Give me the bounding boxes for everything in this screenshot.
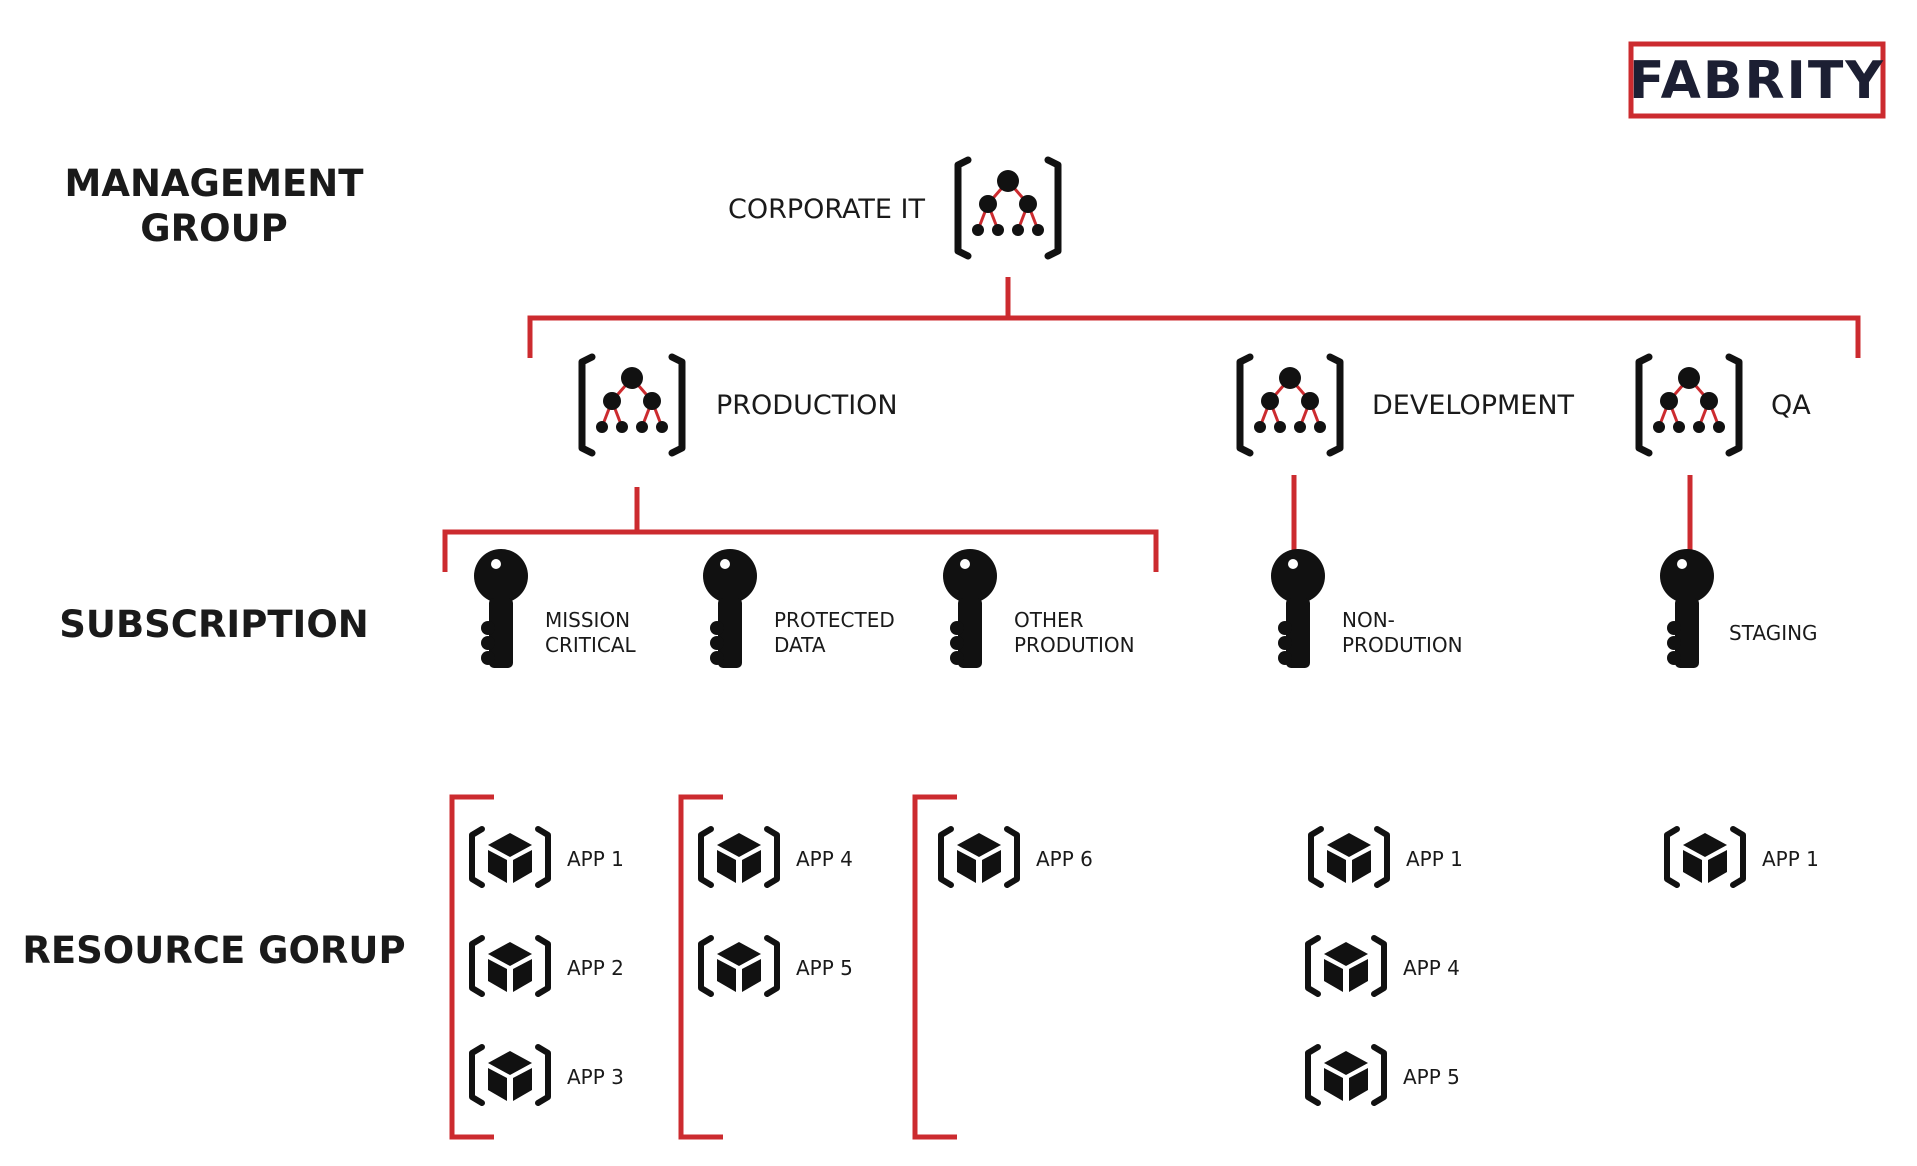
hierarchy-bracket-icon <box>1240 357 1340 453</box>
key-icon <box>1660 549 1714 668</box>
connector-lines <box>442 277 1861 1140</box>
mg-label-qa: QA <box>1771 390 1811 421</box>
subscription-other-prodution-line1: OTHER <box>1014 608 1084 632</box>
row-label-management-line1: MANAGEMENT <box>65 162 365 205</box>
subscription-protected-data-line2: DATA <box>774 633 826 657</box>
mg-label-development: DEVELOPMENT <box>1372 390 1575 421</box>
resource-group-app: APP 1 <box>567 847 624 871</box>
connector-production-bar <box>442 529 1159 572</box>
subscription-non-prodution-line1: NON- <box>1342 608 1395 632</box>
hierarchy-bracket-icon <box>958 160 1058 256</box>
key-icon <box>474 549 528 668</box>
bracket-protected-data <box>678 794 723 1140</box>
subscription-protected-data-line1: PROTECTED <box>774 608 895 632</box>
row-label-management-line2: GROUP <box>140 207 287 250</box>
mg-label-corporate-it: CORPORATE IT <box>728 194 926 225</box>
resource-group-app: APP 2 <box>567 956 624 980</box>
cube-bracket-icon <box>701 829 777 885</box>
logo-frame <box>1628 41 1886 119</box>
resource-group-app: APP 4 <box>796 847 853 871</box>
cube-bracket-icon <box>701 938 777 994</box>
key-icon <box>943 549 997 668</box>
resource-group-app: APP 5 <box>1403 1065 1460 1089</box>
hierarchy-bracket-icon <box>1639 357 1739 453</box>
mg-label-production: PRODUCTION <box>716 390 898 421</box>
logo-text: FABRITY <box>1629 51 1885 111</box>
subscription-mission-critical-line2: CRITICAL <box>545 633 637 657</box>
cube-bracket-icon <box>1667 829 1743 885</box>
resource-group-app: APP 3 <box>567 1065 624 1089</box>
key-icon <box>703 549 757 668</box>
cube-bracket-icon <box>1308 938 1384 994</box>
cube-bracket-icon <box>1308 1047 1384 1103</box>
resource-group-app: APP 5 <box>796 956 853 980</box>
resource-group-app: APP 6 <box>1036 847 1093 871</box>
row-label-subscription: SUBSCRIPTION <box>59 603 369 646</box>
resource-group-app: APP 1 <box>1762 847 1819 871</box>
fabrity-logo: FABRITY <box>1628 41 1886 119</box>
hierarchy-bracket-icon <box>582 357 682 453</box>
cube-bracket-icon <box>472 938 548 994</box>
cube-bracket-icon <box>941 829 1017 885</box>
key-icon <box>1271 549 1325 668</box>
subscription-mission-critical-line1: MISSION <box>545 608 630 632</box>
row-label-resource-group: RESOURCE GORUP <box>22 929 405 972</box>
cube-bracket-icon <box>472 829 548 885</box>
subscription-non-prodution-line2: PRODUTION <box>1342 633 1463 657</box>
resource-group-app: APP 4 <box>1403 956 1460 980</box>
subscription-staging: STAGING <box>1729 621 1818 645</box>
bracket-other-prodution <box>912 794 957 1140</box>
resource-group-app: APP 1 <box>1406 847 1463 871</box>
connector-top-bar <box>527 315 1861 358</box>
cube-bracket-icon <box>1311 829 1387 885</box>
cube-bracket-icon <box>472 1047 548 1103</box>
subscription-other-prodution-line2: PRODUTION <box>1014 633 1135 657</box>
bracket-mission-critical <box>449 794 494 1140</box>
